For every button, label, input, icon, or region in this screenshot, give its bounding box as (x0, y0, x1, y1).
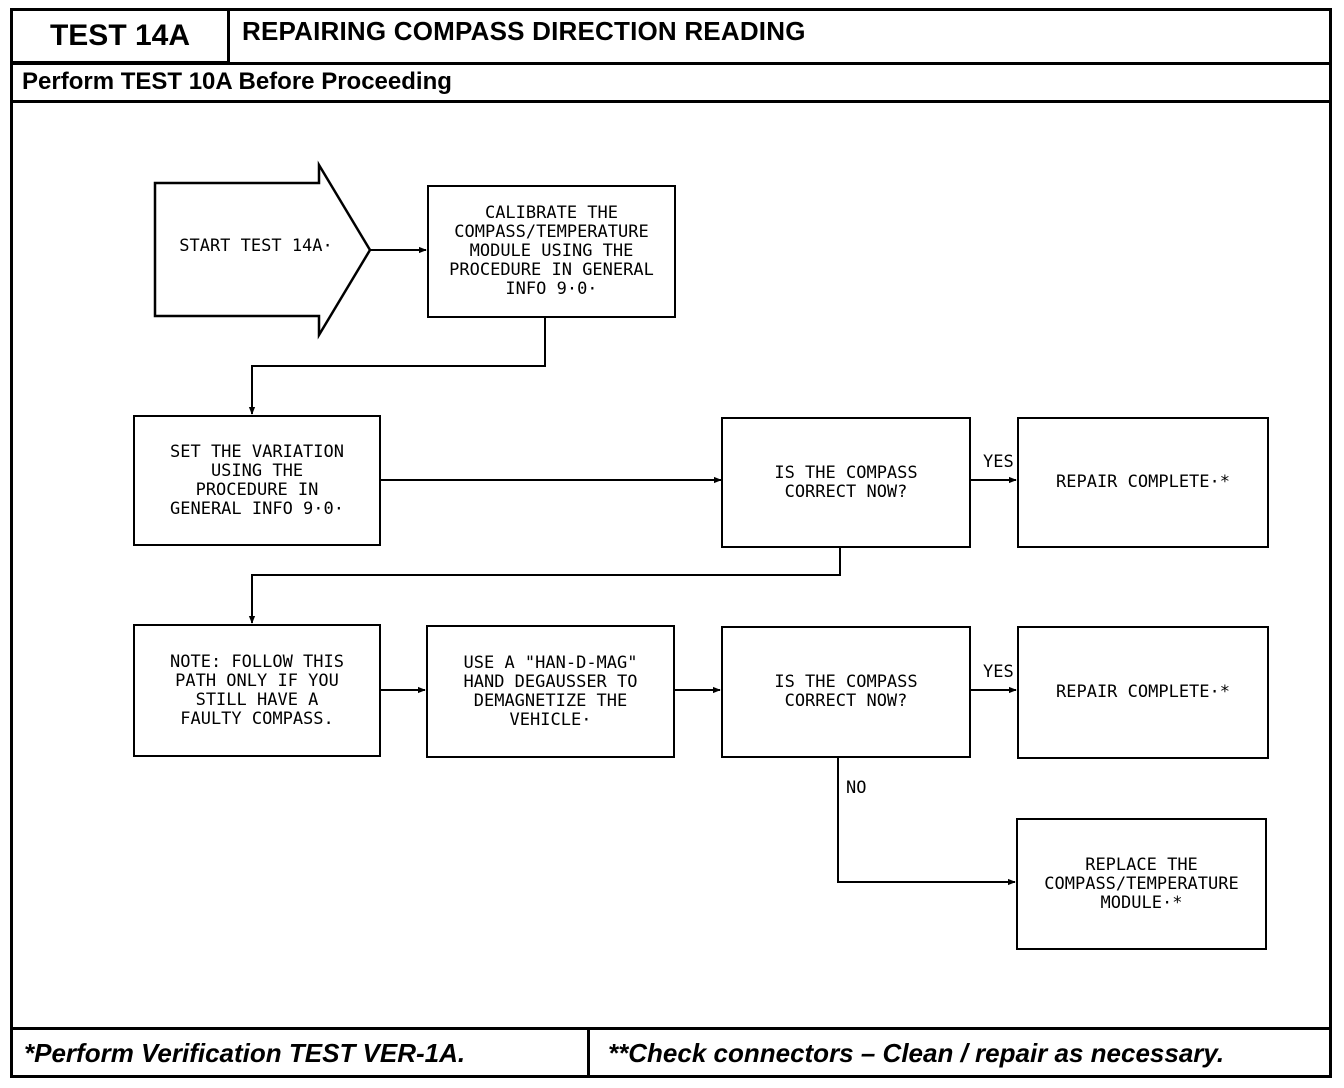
footer-note-right: **Check connectors – Clean / repair as n… (608, 1038, 1225, 1068)
note-step: NOTE: FOLLOW THIS PATH ONLY IF YOU STILL… (133, 624, 381, 757)
no-label: NO (846, 778, 867, 798)
footer-divider (10, 1027, 1332, 1030)
connector-question2-no (837, 758, 1016, 886)
decision-compass-correct-2: IS THE COMPASS CORRECT NOW? (721, 626, 971, 758)
set-variation-step: SET THE VARIATION USING THE PROCEDURE IN… (133, 415, 381, 546)
calibrate-step: CALIBRATE THE COMPASS/TEMPERATURE MODULE… (427, 185, 676, 318)
page-subtitle: Perform TEST 10A Before Proceeding (22, 68, 452, 95)
connector-calibrate-to-variation (248, 318, 546, 415)
degauss-step: USE A "HAN-D-MAG" HAND DEGAUSSER TO DEMA… (426, 625, 675, 758)
start-label: START TEST 14A· (179, 236, 333, 256)
yes-label-2: YES (983, 662, 1014, 682)
yes-label-1: YES (983, 452, 1014, 472)
page-title: REPAIRING COMPASS DIRECTION READING (242, 16, 806, 46)
connector-question1-to-note (248, 548, 841, 624)
header-divider (10, 62, 1332, 65)
repair-complete-2: REPAIR COMPLETE·* (1017, 626, 1269, 759)
repair-complete-1: REPAIR COMPLETE·* (1017, 417, 1269, 548)
replace-module-step: REPLACE THE COMPASS/TEMPERATURE MODULE·* (1016, 818, 1267, 950)
footer-note-left: *Perform Verification TEST VER-1A. (24, 1038, 466, 1068)
subtitle-divider (10, 100, 1332, 103)
footer-separator (587, 1027, 590, 1078)
start-arrow-shape (153, 160, 372, 340)
page-frame (10, 8, 1332, 1078)
decision-compass-correct-1: IS THE COMPASS CORRECT NOW? (721, 417, 971, 548)
